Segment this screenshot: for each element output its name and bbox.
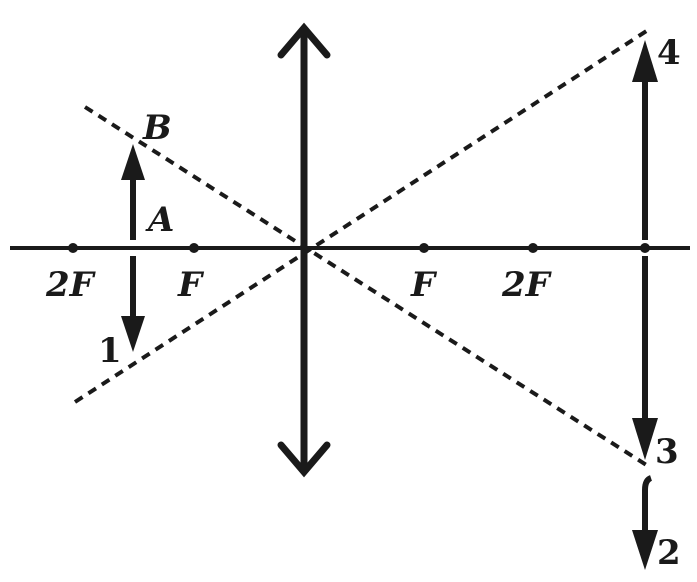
point-2f-left bbox=[68, 243, 78, 253]
label-point-a: A bbox=[145, 200, 174, 240]
ray-lower-left-to-upper-right bbox=[73, 28, 650, 404]
label-number-4: 4 bbox=[657, 33, 681, 73]
label-number-1: 1 bbox=[98, 331, 122, 371]
point-f-left bbox=[189, 243, 199, 253]
converging-lens bbox=[277, 22, 331, 478]
arrow-3 bbox=[632, 256, 658, 460]
point-2f-right bbox=[528, 243, 538, 253]
arrow-2 bbox=[632, 475, 658, 570]
label-point-b: B bbox=[142, 108, 172, 148]
focal-point-markers bbox=[68, 243, 650, 253]
label-2f-right: 2F bbox=[501, 265, 553, 305]
ray-upper-left-to-lower-right bbox=[83, 105, 650, 468]
arrow-4 bbox=[632, 40, 658, 240]
arrow-1 bbox=[121, 256, 145, 352]
label-f-left: F bbox=[177, 265, 205, 305]
point-image-base bbox=[640, 243, 650, 253]
label-number-2: 2 bbox=[657, 533, 681, 573]
label-number-3: 3 bbox=[655, 432, 679, 472]
object-arrow-ab bbox=[121, 144, 145, 240]
point-f-right bbox=[419, 243, 429, 253]
label-f-right: F bbox=[410, 265, 438, 305]
label-2f-left: 2F bbox=[45, 265, 97, 305]
